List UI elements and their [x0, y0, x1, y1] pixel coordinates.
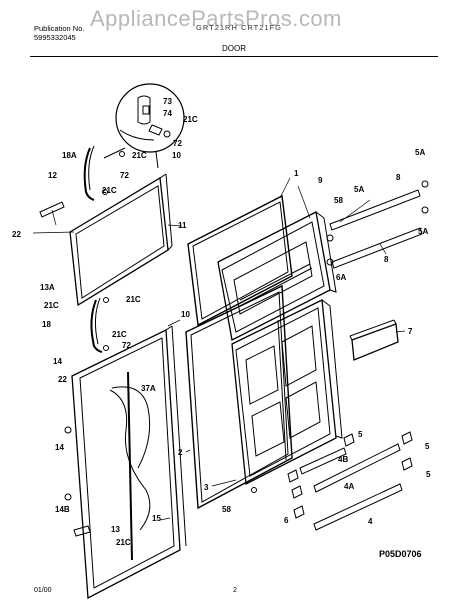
diagram-code: P05D0706: [379, 549, 422, 559]
callout-5a: 5A: [415, 148, 425, 157]
model-numbers: GRT21RH CRT21FG: [196, 23, 282, 32]
page-number: 2: [233, 587, 237, 594]
callout-21c: 21C: [102, 186, 117, 195]
callout-21c: 21C: [112, 330, 127, 339]
callout-11: 11: [178, 221, 187, 230]
bracket-6-b: [291, 485, 303, 499]
dairy-bin-7: [349, 319, 399, 361]
bracket-5-a: [343, 433, 355, 447]
callout-6a: 6A: [336, 273, 346, 282]
callout-21c: 21C: [126, 295, 141, 304]
freezer-door-part-11: [69, 173, 173, 307]
screw-14: [64, 426, 72, 434]
callout-21c: 21C: [183, 115, 198, 124]
callout-4b: 4B: [338, 455, 348, 464]
callout-10: 10: [172, 151, 181, 160]
watermark: AppliancePartsPros.com: [90, 6, 342, 31]
screw-14b: [64, 493, 72, 501]
detail-magnifier: [103, 83, 185, 169]
callout-14: 14: [55, 443, 64, 452]
callout-6: 6: [284, 516, 289, 525]
callout-13: 13: [111, 525, 120, 534]
callout-72: 72: [122, 341, 131, 350]
callout-12: 12: [48, 171, 57, 180]
food-door-part-15: [71, 325, 187, 600]
callout-5: 5: [426, 470, 431, 479]
end-cap-5a-mid: [421, 206, 429, 214]
callout-73: 73: [163, 97, 172, 106]
callout-8: 8: [384, 255, 389, 264]
callout-14: 14: [53, 357, 62, 366]
callout-21c: 21C: [116, 538, 131, 547]
callout-21c: 21C: [44, 301, 59, 310]
shelf-bars-8: [329, 189, 423, 269]
header-rule: [30, 56, 438, 57]
callout-13a: 13A: [40, 283, 55, 292]
callout-5a: 5A: [418, 227, 428, 236]
callout-3: 3: [204, 483, 209, 492]
bracket-6-a: [287, 469, 299, 483]
callout-72: 72: [120, 171, 129, 180]
freezer-liner-9: [217, 211, 337, 341]
publication-label: Publication No.: [34, 24, 85, 33]
callout-14b: 14B: [55, 505, 70, 514]
callout-37a: 37A: [141, 384, 156, 393]
food-liner-3: [231, 299, 343, 486]
callout-7: 7: [408, 327, 413, 336]
callout-4: 4: [368, 517, 373, 526]
bracket-6-c: [293, 505, 305, 519]
callout-5: 5: [358, 430, 363, 439]
callout-5: 5: [425, 442, 430, 451]
callout-22: 22: [58, 375, 67, 384]
callout-1: 1: [294, 169, 299, 178]
trim-piece-12: [39, 201, 65, 218]
screw-58-bottom: [251, 487, 257, 493]
callout-2: 2: [178, 448, 183, 457]
publication-number: 5995332045: [34, 33, 76, 42]
callout-10: 10: [181, 310, 190, 319]
end-cap-5a-top: [421, 180, 429, 188]
section-title: DOOR: [222, 44, 246, 53]
callout-74: 74: [163, 109, 172, 118]
bracket-5-b: [401, 431, 413, 445]
callout-8: 8: [396, 173, 401, 182]
callout-18: 18: [42, 320, 51, 329]
bracket-5-c: [401, 457, 413, 471]
end-cap-6a-a: [326, 234, 334, 242]
callout-21c: 21C: [132, 151, 147, 160]
callout-58: 58: [222, 505, 231, 514]
callout-15: 15: [152, 514, 161, 523]
door-bars-4: [299, 443, 403, 531]
upper-handle-18a: [83, 145, 125, 201]
freezer-gasket-1: [187, 194, 293, 327]
food-gasket-2: [185, 284, 293, 510]
callout-22: 22: [12, 230, 21, 239]
lower-handle-18: [90, 297, 109, 353]
leader-lines: [32, 177, 406, 521]
callout-4a: 4A: [344, 482, 354, 491]
callout-58: 58: [334, 196, 343, 205]
callout-9: 9: [318, 176, 323, 185]
callout-5a: 5A: [354, 185, 364, 194]
callout-18a: 18A: [62, 151, 77, 160]
end-cap-6a-b: [326, 258, 334, 266]
hinge-13: [73, 525, 91, 537]
footer-date: 01/00: [34, 587, 52, 594]
callout-72: 72: [173, 139, 182, 148]
